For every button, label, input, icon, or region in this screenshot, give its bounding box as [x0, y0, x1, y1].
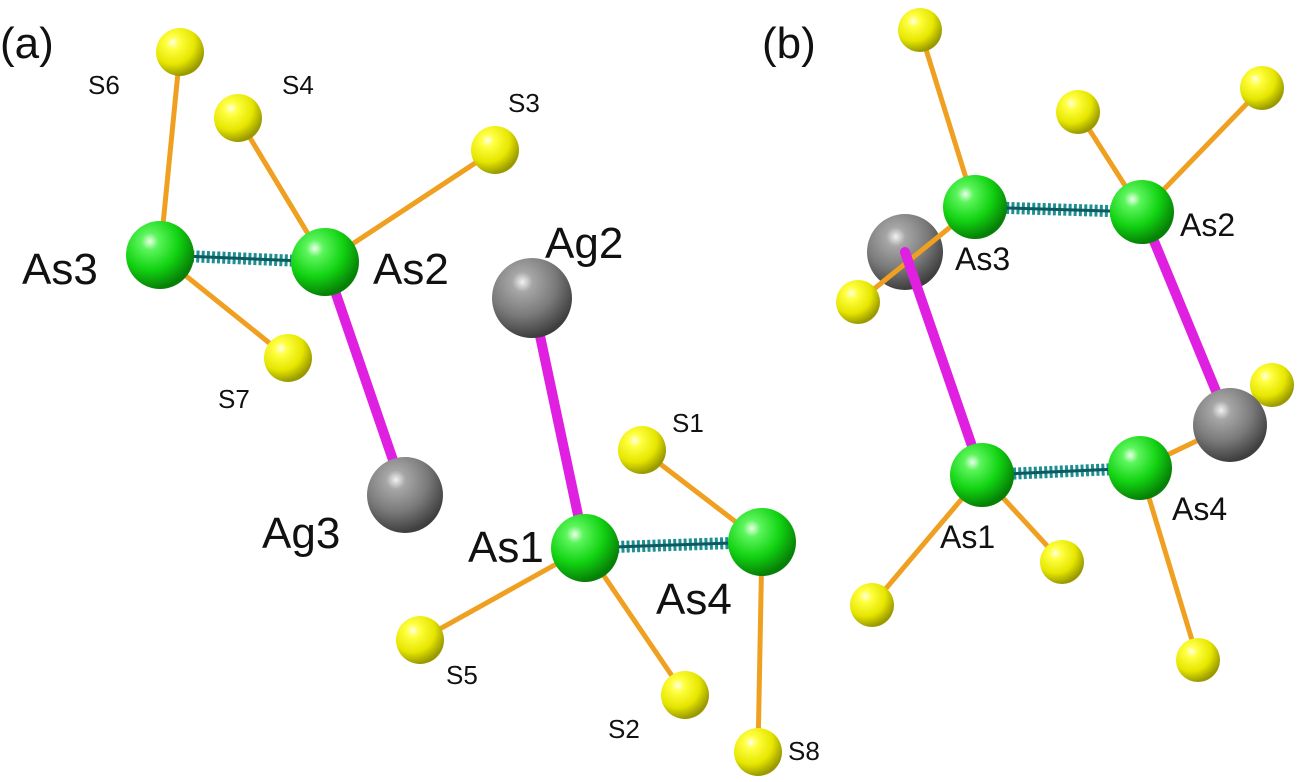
atom-b-s-top: [898, 8, 942, 52]
label-b-as1: As1: [940, 519, 995, 555]
bond-b-as4-s-down: [1137, 465, 1201, 663]
panel-b-labels: As3 As2 As1 As4: [940, 207, 1235, 555]
bond-b-ag-left-as1: [900, 247, 987, 480]
panel-b-atoms: [836, 8, 1294, 682]
atom-b-s-right-mid: [1250, 363, 1294, 407]
label-a-as2: As2: [373, 245, 449, 294]
atom-s4: [214, 94, 262, 142]
atom-b-s-downleft: [850, 583, 894, 627]
label-a-as4: As4: [656, 575, 732, 624]
atom-s1: [618, 426, 666, 474]
atom-b-s-upright: [1240, 66, 1284, 110]
atom-ag3: [367, 457, 443, 533]
atom-s2: [661, 671, 709, 719]
label-a-as1: As1: [468, 523, 544, 572]
panel-a-atoms: [126, 28, 796, 776]
label-a-ag3: Ag3: [262, 509, 340, 558]
label-a-as3: As3: [22, 245, 98, 294]
atom-b-s-left: [836, 280, 880, 324]
atom-b-as1: [950, 443, 1014, 507]
atom-s6: [156, 28, 204, 76]
bond-b-as2-ag-right: [1137, 207, 1235, 430]
label-b-as4: As4: [1172, 491, 1227, 527]
bond-ag2-as1: [527, 293, 590, 553]
atom-b-as2: [1110, 180, 1174, 244]
atom-s8: [734, 728, 782, 776]
label-a-s8: S8: [788, 736, 820, 766]
panel-a-labels: As3 As2 Ag2 Ag3 As1 As4 S6 S4 S3 S7 S1 S…: [22, 70, 820, 766]
atom-as1: [551, 514, 619, 582]
panel-a-label: (a): [0, 19, 54, 68]
bond-as4-s8: [755, 539, 765, 755]
panel-b: (b): [762, 8, 1294, 682]
label-a-s3: S3: [508, 88, 540, 118]
atom-ag2: [492, 258, 572, 338]
label-a-ag2: Ag2: [545, 219, 623, 268]
label-a-s7: S7: [218, 384, 250, 414]
bond-as2-ag3: [320, 257, 410, 500]
atom-as3: [126, 221, 194, 289]
atom-s3: [471, 126, 519, 174]
atom-b-ag-right: [1193, 388, 1267, 462]
atom-as4: [728, 508, 796, 576]
atom-b-as4: [1108, 436, 1172, 500]
atom-b-s-downright: [1040, 540, 1084, 584]
label-a-s5: S5: [446, 660, 478, 690]
atom-s7: [264, 334, 312, 382]
label-b-as3: As3: [955, 241, 1010, 277]
panel-b-label: (b): [762, 19, 816, 68]
label-a-s4: S4: [282, 70, 314, 100]
label-a-s1: S1: [672, 408, 704, 438]
atom-b-s-upleft: [1056, 90, 1100, 134]
panel-b-as-ag-bonds: [900, 207, 1235, 480]
atom-as2: [291, 228, 359, 296]
panel-a-as-s-bonds: [157, 49, 765, 755]
atom-s5: [396, 616, 444, 664]
panel-a-as-as-bonds: [159, 249, 763, 554]
label-a-s6: S6: [88, 70, 120, 100]
panel-a-as-ag-bonds: [320, 257, 590, 553]
atom-b-as3: [943, 175, 1007, 239]
label-a-s2: S2: [608, 714, 640, 744]
label-b-as2: As2: [1180, 207, 1235, 243]
panel-a: (a): [0, 19, 820, 776]
atom-b-s-down: [1176, 638, 1220, 682]
